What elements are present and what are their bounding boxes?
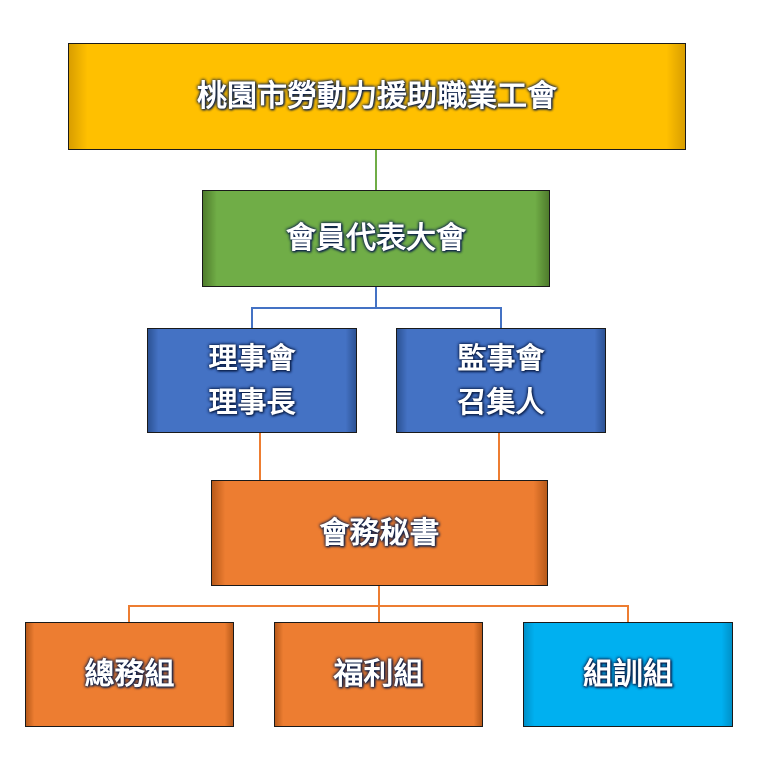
board-line2: 理事長	[208, 384, 296, 419]
connector-assembly-supervisor	[376, 307, 502, 328]
member-assembly-box: 會員代表大會	[202, 190, 550, 287]
board-of-supervisors-box: 監事會 召集人	[396, 328, 606, 433]
general-affairs-box: 總務組	[25, 622, 234, 727]
member-assembly-label: 會員代表大會	[286, 221, 466, 256]
training-label: 組訓組	[583, 657, 673, 692]
connector-to-general-affairs	[128, 605, 379, 622]
connector-to-training	[379, 605, 629, 622]
secretary-box: 會務秘書	[211, 480, 548, 586]
supervisor-line1: 監事會	[457, 341, 545, 375]
welfare-label: 福利組	[333, 657, 424, 692]
supervisor-line2: 召集人	[457, 384, 545, 419]
board-line1: 理事會	[208, 341, 296, 375]
union-label: 桃園市勞動力援助職業工會	[197, 79, 557, 114]
secretary-label: 會務秘書	[319, 515, 440, 551]
board-of-directors-box: 理事會 理事長	[147, 328, 357, 433]
union-box: 桃園市勞動力援助職業工會	[68, 43, 686, 150]
welfare-box: 福利組	[274, 622, 483, 727]
connector-assembly-board	[251, 307, 376, 328]
training-box: 組訓組	[523, 622, 733, 727]
general-affairs-label: 總務組	[84, 657, 175, 692]
